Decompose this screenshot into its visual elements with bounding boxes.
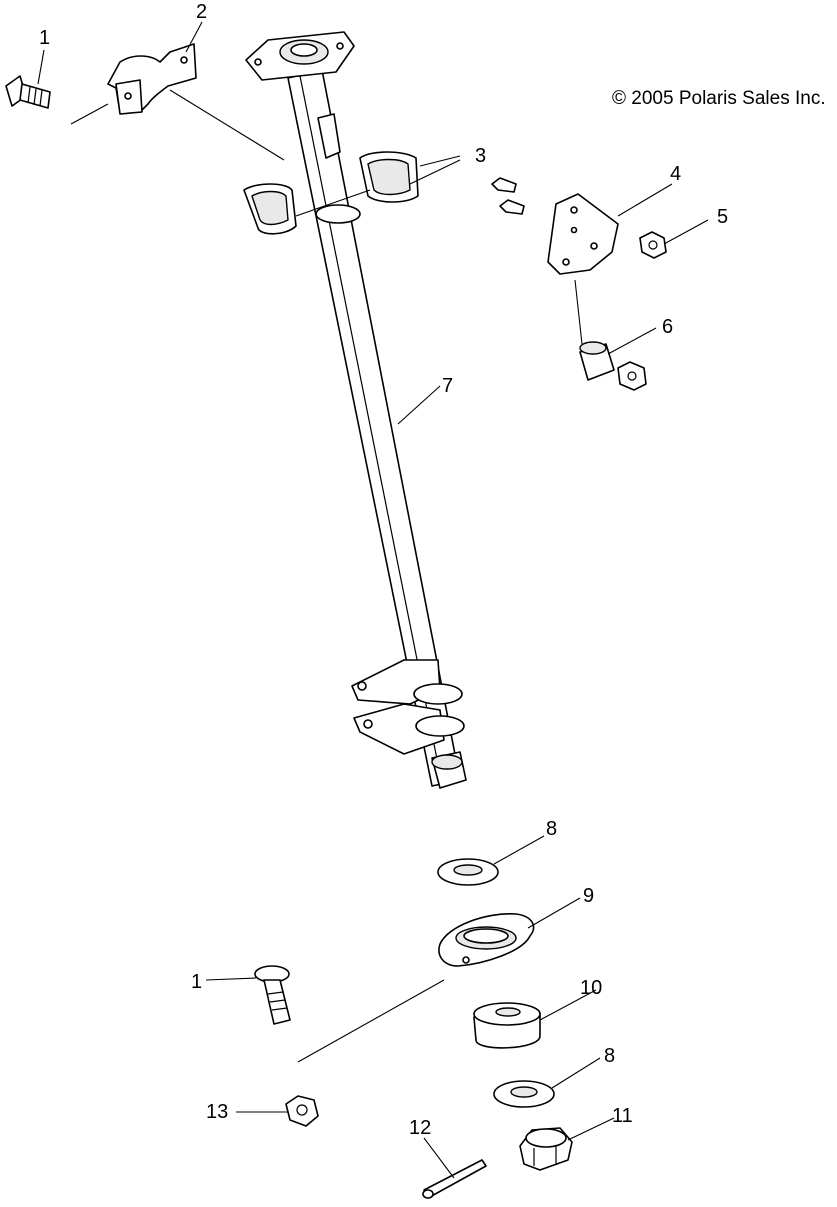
castle-nut (519, 1127, 573, 1171)
copyright-text: © 2005 Polaris Sales Inc. (612, 88, 826, 109)
steering-post (245, 31, 467, 789)
small-bolts (491, 177, 525, 215)
callout-2: 2 (196, 1, 207, 23)
nut-5 (639, 231, 667, 259)
callout-9: 9 (583, 885, 594, 907)
upper-clamp (107, 43, 197, 115)
callout-12: 12 (409, 1117, 431, 1139)
bearing-plate (438, 913, 535, 967)
cotter-pin (422, 1159, 487, 1199)
nut-6 (617, 361, 647, 391)
callout-4: 4 (670, 163, 681, 185)
nut-13 (285, 1095, 319, 1127)
callout-8-lower: 8 (604, 1045, 615, 1067)
bolt-top (5, 75, 51, 109)
callout-labels: 1 2 3 4 5 6 7 8 9 1 10 8 13 11 12 (39, 1, 728, 1139)
washer-upper (437, 858, 499, 886)
callout-3: 3 (475, 145, 486, 167)
spacer-6 (579, 341, 615, 381)
callout-7: 7 (442, 375, 453, 397)
callout-8-upper: 8 (546, 818, 557, 840)
bolt-bottom (254, 965, 291, 1025)
callout-11: 11 (612, 1105, 633, 1127)
callout-6: 6 (662, 316, 673, 338)
callout-1-top: 1 (39, 27, 50, 49)
callout-1-bottom: 1 (191, 971, 202, 993)
mounting-plate (547, 193, 619, 275)
spacer-ring (473, 1002, 541, 1049)
callout-13: 13 (206, 1101, 228, 1123)
callout-10: 10 (580, 977, 602, 999)
leader-lines (37, 21, 709, 1179)
callout-5: 5 (717, 206, 728, 228)
washer-lower (493, 1080, 555, 1108)
bushing-left (243, 183, 297, 235)
bushing-right (359, 151, 419, 203)
